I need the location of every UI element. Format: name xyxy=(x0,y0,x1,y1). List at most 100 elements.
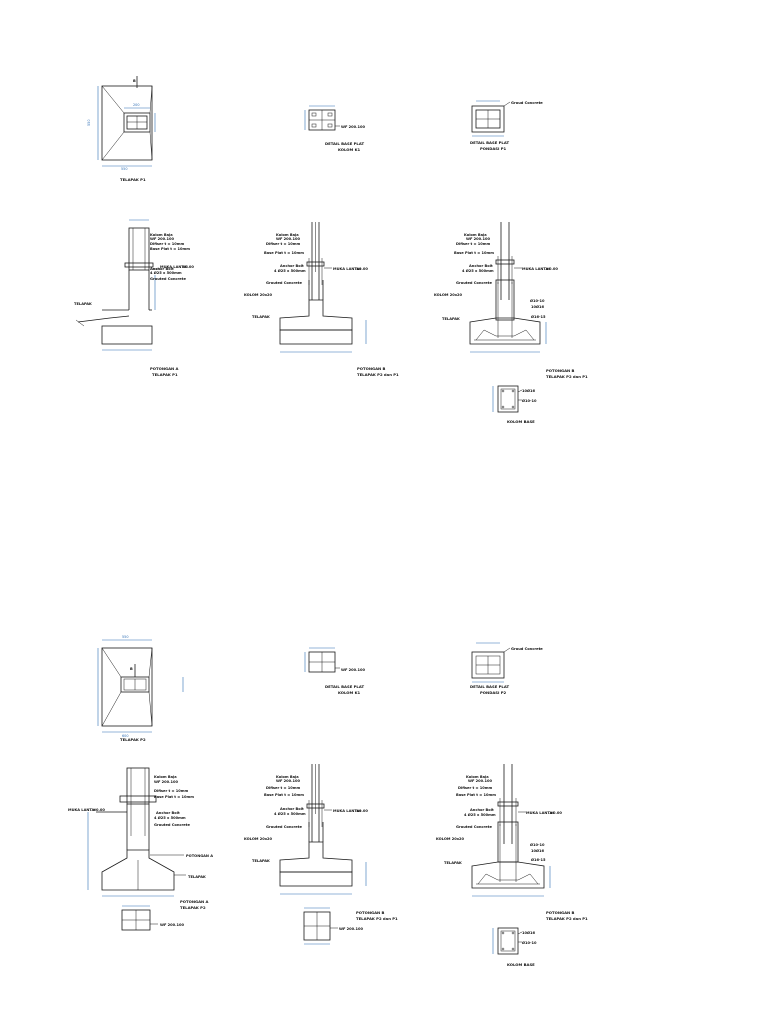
label-rebar: 10Ø16 xyxy=(531,304,545,309)
label-anchor-spec: 4 Ø25 x 500mm xyxy=(274,811,306,816)
label-muka-lantai: MUKA LANTAI xyxy=(68,808,96,812)
detail-base-plat-k1-bottom xyxy=(304,647,340,673)
plan-telapak-p1: B xyxy=(97,76,156,167)
label-anchor-spec: 4 Ø25 x 500mm xyxy=(154,815,186,820)
label-kolom-baja: Kolom Baja xyxy=(276,775,299,779)
detail-base-plat-small-a xyxy=(121,905,158,931)
dim-label: 550 xyxy=(87,120,91,126)
label-elev: ±0.00 xyxy=(546,267,558,271)
label-rebar: Ø10-10 xyxy=(530,298,545,303)
title-telapak-p2: TELAPAK P2 xyxy=(120,737,146,742)
label-anchor-bolt: Anchor Bolt xyxy=(470,808,494,812)
label-ground-concrete: Groud Concrete xyxy=(511,101,543,105)
label-kolom-baja-wf: WF 200.100 xyxy=(468,779,493,783)
label-elev: ±0.00 xyxy=(93,808,105,812)
label-difiser: Difiser t = 10mm xyxy=(150,242,184,246)
label-difiser: Difiser t = 10mm xyxy=(458,786,492,790)
title-pondasi-p1: PONDASI P1 xyxy=(480,146,507,151)
label-anchor-spec: 4 Ø25 x 500mm xyxy=(462,268,494,273)
title-telapak-p2-p1: TELAPAK P2 dan P1 xyxy=(357,372,399,377)
label-base-plat: Base Plat t = 10mm xyxy=(154,795,194,799)
dim-label: 600 xyxy=(122,734,128,738)
detail-base-plat-p1 xyxy=(471,100,511,137)
label-kolom-baja-wf: WF 200.100 xyxy=(150,237,175,241)
dim-label: 550 xyxy=(122,635,128,639)
title-detail-base-plat: DETAIL BASE PLAT xyxy=(325,684,364,689)
label-kolom-baja: Kolom Baja xyxy=(466,775,489,779)
label-base-plat: Base Plat t = 10mm xyxy=(456,793,496,797)
svg-text:B: B xyxy=(130,667,133,671)
label-elev: ±0.00 xyxy=(356,267,368,271)
section-a-p2 xyxy=(87,767,186,897)
title-telapak-p1: TELAPAK P1 xyxy=(120,177,146,182)
section-b-right-bottom xyxy=(471,764,551,897)
label-muka-lantai: MUKA LANTAI xyxy=(526,811,554,815)
label-difiser: Difiser t = 10mm xyxy=(456,242,490,246)
label-kolom-baja-wf: WF 200.100 xyxy=(276,237,301,241)
label-grouted-concrete: Grouted Concrete xyxy=(456,281,492,285)
label-kolom-baja-wf: WF 200.100 xyxy=(154,780,179,784)
label-rebar: Ø10-10 xyxy=(522,940,537,945)
label-elev: ±0.00 xyxy=(182,265,194,269)
title-kolom-base: KOLOM BASE xyxy=(507,962,535,967)
label-grouted-concrete: Grouted Concrete xyxy=(456,825,492,829)
title-pondasi-p2: PONDASI P2 xyxy=(480,690,507,695)
section-a-p1 xyxy=(75,219,160,351)
label-difiser: Difiser t = 10mm xyxy=(266,786,300,790)
label-rebar: Ø16-15 xyxy=(531,857,546,862)
label-wf: WF 200.100 xyxy=(160,923,185,927)
label-anchor-bolt: Anchor Bolt xyxy=(280,807,304,811)
label-wf: WF 200.100 xyxy=(341,668,366,672)
label-kolom-baja: Kolom Baja xyxy=(276,233,299,237)
label-muka-lantai: MUKA LANTAI xyxy=(160,265,188,269)
title-kolom-k1: KOLOM K1 xyxy=(338,147,361,152)
label-grouted-concrete: Grouted Concrete xyxy=(154,823,190,827)
label-anchor-spec: 4 Ø25 x 500mm xyxy=(274,268,306,273)
label-anchor-bolt: Anchor Bolt xyxy=(469,264,493,268)
title-detail-base-plat: DETAIL BASE PLAT xyxy=(470,684,509,689)
label-grouted-concrete: Grouted Concrete xyxy=(266,281,302,285)
label-wf: WF 200.100 xyxy=(341,125,366,129)
section-b-mid-bottom xyxy=(279,764,367,895)
label-difiser: Difiser t = 10mm xyxy=(154,789,188,793)
dim-label: 550 xyxy=(121,167,127,171)
label-kolom-20x20: KOLOM 20x20 xyxy=(244,837,273,841)
title-telapak-p2-p1: TELAPAK P2 dan P1 xyxy=(546,916,588,921)
detail-base-plat-k1 xyxy=(304,105,340,131)
label-rebar: Ø16-15 xyxy=(531,314,546,319)
detail-base-plat-small-b xyxy=(303,907,338,945)
label-kolom-baja: Kolom Baja xyxy=(154,775,177,779)
label-telapak: TELAPAK xyxy=(444,861,462,865)
label-elev: ±0.00 xyxy=(356,809,368,813)
title-potongan-b: POTONGAN B xyxy=(546,910,575,915)
title-kolom-k1: KOLOM K1 xyxy=(338,690,361,695)
label-base-plat: Base Plat t = 10mm xyxy=(264,251,304,255)
title-potongan-b: POTONGAN B xyxy=(356,910,385,915)
label-base-plat: Base Plat t = 10mm xyxy=(454,251,494,255)
label-wf: WF 200.100 xyxy=(339,927,364,931)
title-potongan-a: POTONGAN A xyxy=(180,899,209,904)
label-elev: ±0.00 xyxy=(550,811,562,815)
kolom-base-top xyxy=(492,385,523,413)
label-grouted-concrete: Grouted Concrete xyxy=(266,825,302,829)
kolom-base-bottom xyxy=(492,927,523,955)
label-potongan-a-callout: POTONGAN A xyxy=(186,854,213,858)
label-telapak: TELAPAK xyxy=(188,875,206,879)
label-kolom-baja: Kolom Baja xyxy=(464,233,487,237)
label-muka-lantai: MUKA LANTAI xyxy=(333,267,361,271)
label-rebar: 10Ø16 xyxy=(531,848,545,853)
label-kolom-20x20: KOLOM 20x20 xyxy=(436,837,465,841)
section-b-mid-top xyxy=(279,222,367,353)
title-telapak-p2-p1: TELAPAK P2 dan P1 xyxy=(546,374,588,379)
label-telapak: TELAPAK xyxy=(252,315,270,319)
detail-base-plat-p2 xyxy=(471,642,511,683)
label-kolom-20x20: KOLOM 20x20 xyxy=(434,293,463,297)
plan-telapak-p2: B xyxy=(97,639,184,733)
label-base-plat: Base Plat t = 10mm xyxy=(150,247,190,251)
title-detail-base-plat: DETAIL BASE PLAT xyxy=(470,140,509,145)
label-rebar: 10Ø16 xyxy=(522,930,536,935)
label-muka-lantai: MUKA LANTAI xyxy=(333,809,361,813)
dim-label: 200 xyxy=(133,103,139,107)
label-anchor-bolt: Anchor Bolt xyxy=(150,267,174,271)
